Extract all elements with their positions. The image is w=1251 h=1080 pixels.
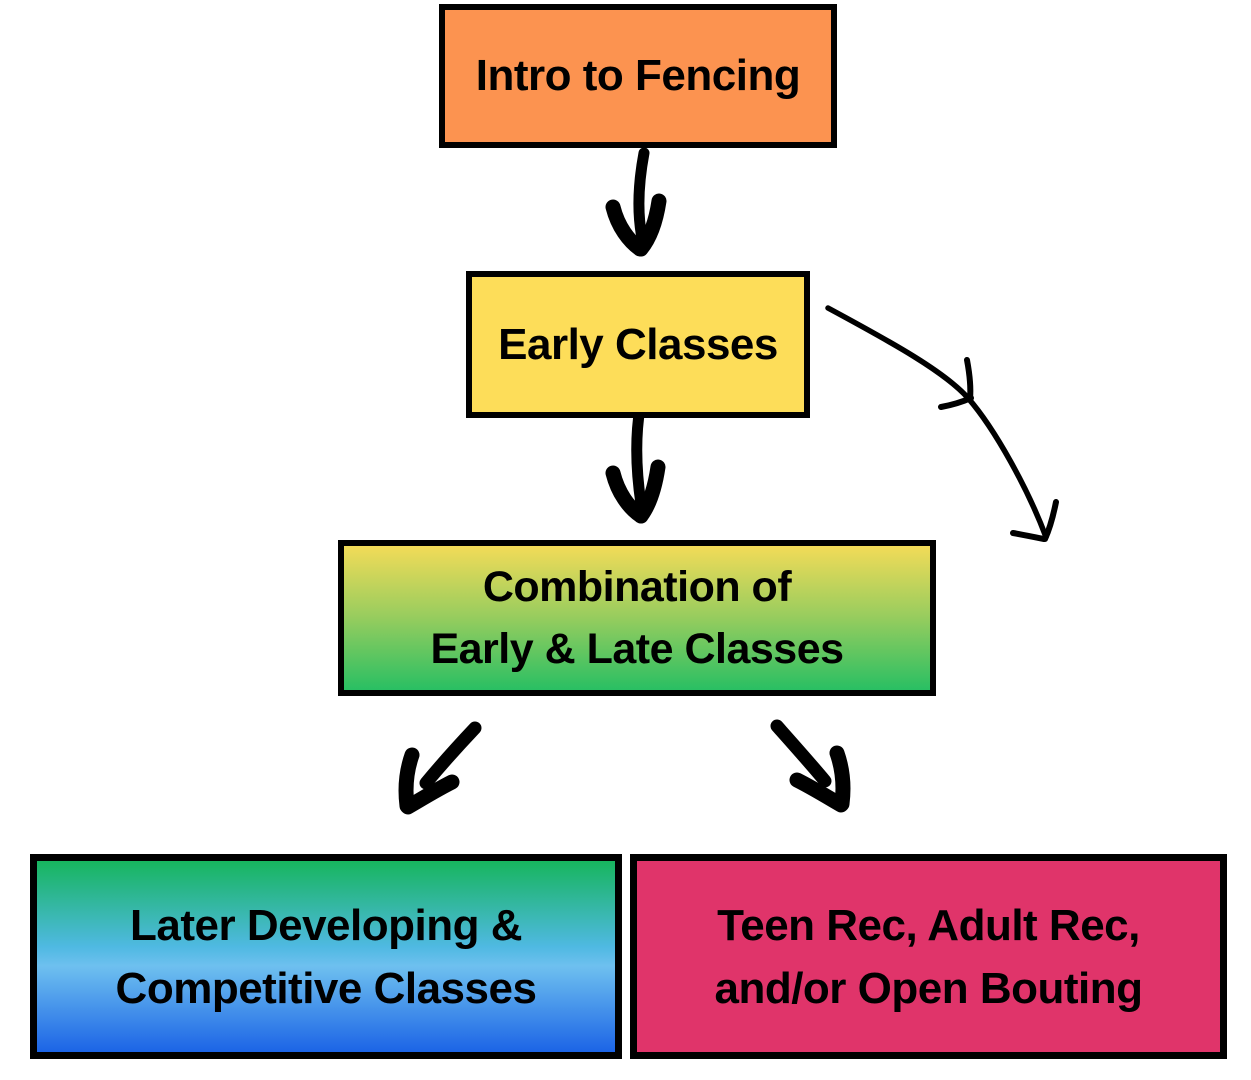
node-later-developing-classes: Later Developing & Competitive Classes: [30, 854, 622, 1059]
arrow-early-to-combination: [605, 402, 666, 524]
node-intro-label: Intro to Fencing: [475, 51, 801, 100]
arrow-combination-to-teen-rec: [770, 719, 851, 813]
node-combo-label-line1: Combination of: [482, 563, 792, 611]
node-combination-classes: Combination of Early & Late Classes: [338, 540, 936, 696]
node-later-label-line2: Competitive Classes: [115, 963, 537, 1013]
node-teen-label-line2: and/or Open Bouting: [714, 963, 1143, 1013]
node-teen-rec-open-bouting: Teen Rec, Adult Rec, and/or Open Bouting: [630, 854, 1227, 1059]
node-early-classes: Early Classes: [466, 271, 810, 418]
arrow-intro-to-early: [605, 147, 667, 257]
node-intro-to-fencing: Intro to Fencing: [439, 4, 837, 148]
node-later-label-line1: Later Developing &: [130, 900, 522, 950]
node-teen-label-line1: Teen Rec, Adult Rec,: [717, 900, 1140, 950]
node-early-label: Early Classes: [498, 319, 778, 369]
node-combo-label-line2: Early & Late Classes: [430, 625, 844, 673]
arrow-early-to-teen-rec: [825, 305, 1059, 542]
arrow-combination-to-later: [398, 721, 482, 815]
